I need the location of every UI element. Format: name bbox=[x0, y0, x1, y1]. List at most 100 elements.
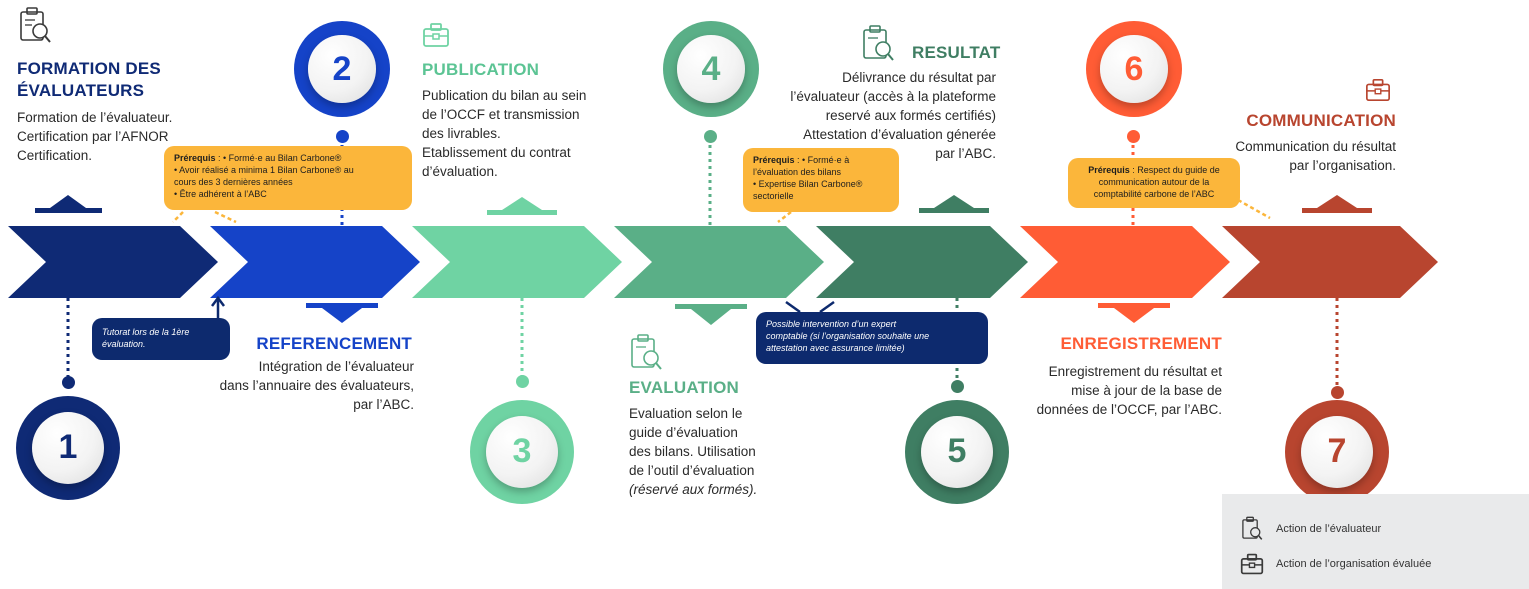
step-number-7: 7 bbox=[1300, 415, 1374, 489]
step-number-3: 3 bbox=[485, 415, 559, 489]
note-line: : • Formé·e au Bilan Carbone® bbox=[215, 153, 342, 163]
legend-item-organisation: Action de l’organisation évaluée bbox=[1240, 552, 1431, 576]
step-title-3: PUBLICATION bbox=[422, 60, 540, 79]
desc-line: Etablissement du contrat bbox=[422, 145, 571, 160]
desc-line: Certification par l’AFNOR bbox=[17, 129, 169, 144]
note-line: : Respect du guide de bbox=[1129, 165, 1220, 175]
step-title-1-line1: FORMATION DES bbox=[17, 59, 161, 78]
note-line: • Être adhérent à l’ABC bbox=[174, 189, 267, 199]
legend-label-evaluateur: Action de l’évaluateur bbox=[1276, 523, 1382, 535]
desc-line: des bilans. Utilisation bbox=[629, 444, 756, 459]
desc-line: Enregistrement du résultat et bbox=[1048, 364, 1222, 379]
desc-line: mise à jour de la base de bbox=[1071, 383, 1222, 398]
briefcase-icon bbox=[423, 23, 449, 47]
note-line: : • Formé·e à bbox=[794, 155, 850, 165]
dot-5 bbox=[951, 380, 964, 393]
chevron-6 bbox=[1020, 226, 1230, 298]
tutorat-note: Tutorat lors de la 1ère évaluation. bbox=[92, 318, 230, 360]
step-desc-5: Délivrance du résultat par l’évaluateur … bbox=[760, 68, 996, 163]
step-title-1-line2: ÉVALUATEURS bbox=[17, 81, 145, 100]
desc-line: Communication du résultat bbox=[1235, 139, 1396, 154]
note-line: comptable (si l’organisation souhaite un… bbox=[766, 331, 930, 341]
desc-line: par l’organisation. bbox=[1289, 158, 1396, 173]
note-line: comptabilité carbone de l’ABC bbox=[1093, 189, 1215, 199]
clipboard-magnifier-icon bbox=[20, 7, 51, 43]
step-title-5: RESULTAT bbox=[912, 43, 1001, 62]
note-line: attestation avec assurance limitée) bbox=[766, 343, 905, 353]
chevron-4 bbox=[614, 226, 824, 298]
marker-3 bbox=[487, 197, 557, 215]
note-label: Prérequis bbox=[753, 155, 795, 165]
note-line: l’évaluation des bilans bbox=[753, 167, 842, 177]
expert-note: Possible intervention d’un expert compta… bbox=[756, 312, 988, 364]
step-desc-3: Publication du bilan au sein de l’OCCF e… bbox=[422, 86, 586, 181]
marker-6 bbox=[1098, 303, 1170, 323]
desc-line: Certification. bbox=[17, 148, 93, 163]
step-badge-7: 7 bbox=[1285, 400, 1389, 504]
step-badge-2: 2 bbox=[294, 21, 390, 117]
step-number-5: 5 bbox=[920, 415, 994, 489]
step-number-1: 1 bbox=[31, 411, 105, 485]
step-number-6: 6 bbox=[1100, 35, 1168, 103]
note-line: Possible intervention d’un expert bbox=[766, 319, 897, 329]
desc-line: l’évaluateur (accès à la plateforme bbox=[790, 89, 996, 104]
step-badge-5: 5 bbox=[905, 400, 1009, 504]
desc-line-italic: (réservé aux formés). bbox=[629, 482, 758, 497]
desc-line: Evaluation selon le bbox=[629, 406, 743, 421]
step-title-6: ENREGISTREMENT bbox=[1060, 334, 1222, 353]
step-title-7: COMMUNICATION bbox=[1246, 111, 1396, 130]
marker-2 bbox=[306, 303, 378, 323]
step-badge-1: 1 bbox=[16, 396, 120, 500]
chevron-7 bbox=[1222, 226, 1438, 298]
chevron-5 bbox=[816, 226, 1028, 298]
dot-2 bbox=[336, 130, 349, 143]
marker-5 bbox=[919, 195, 989, 213]
desc-line: Intégration de l’évaluateur bbox=[258, 359, 414, 374]
note-label: Prérequis bbox=[1088, 165, 1130, 175]
note-line: • Avoir réalisé a minima 1 Bilan Carbone… bbox=[174, 165, 354, 175]
step-title-4: EVALUATION bbox=[629, 378, 739, 397]
dot-3 bbox=[516, 375, 529, 388]
dot-4 bbox=[704, 130, 717, 143]
step-desc-6: Enregistrement du résultat et mise à jou… bbox=[1010, 362, 1222, 419]
desc-line: des livrables. bbox=[422, 126, 501, 141]
prerequisites-note-step4: Prérequis : • Formé·e à l’évaluation des… bbox=[743, 148, 899, 212]
legend-item-evaluateur: Action de l’évaluateur bbox=[1240, 516, 1381, 542]
desc-line: d’évaluation. bbox=[422, 164, 498, 179]
prerequisites-note-step7: Prérequis : Respect du guide de communic… bbox=[1068, 158, 1240, 208]
step-desc-7: Communication du résultat par l’organisa… bbox=[1200, 137, 1396, 175]
chevron-3 bbox=[412, 226, 622, 298]
clipboard-magnifier-icon bbox=[631, 334, 662, 370]
note-label: Prérequis bbox=[174, 153, 216, 163]
step-desc-2: Intégration de l’évaluateur dans l’annua… bbox=[210, 357, 414, 414]
note-line: évaluation. bbox=[102, 339, 146, 349]
desc-line: reservé aux formés certifiés) bbox=[825, 108, 996, 123]
briefcase-icon bbox=[1240, 553, 1264, 575]
step-badge-6: 6 bbox=[1086, 21, 1182, 117]
chevron-1 bbox=[8, 226, 218, 298]
prerequisites-note-step2: Prérequis : • Formé·e au Bilan Carbone® … bbox=[164, 146, 412, 210]
step-number-4: 4 bbox=[677, 35, 745, 103]
chevron-2 bbox=[210, 226, 420, 298]
step-desc-1: Formation de l’évaluateur. Certification… bbox=[17, 108, 172, 165]
legend: Action de l’évaluateur Action de l’organ… bbox=[1222, 494, 1529, 589]
desc-line: par l’ABC. bbox=[935, 146, 996, 161]
step-badge-4: 4 bbox=[663, 21, 759, 117]
briefcase-icon bbox=[1366, 78, 1390, 102]
desc-line: Délivrance du résultat par bbox=[842, 70, 996, 85]
clipboard-magnifier-icon bbox=[863, 25, 894, 61]
step-title-2: REFERENCEMENT bbox=[256, 334, 412, 353]
desc-line: Formation de l’évaluateur. bbox=[17, 110, 173, 125]
legend-label-organisation: Action de l’organisation évaluée bbox=[1276, 558, 1432, 570]
dot-7 bbox=[1331, 386, 1344, 399]
note-line: Tutorat lors de la 1ère bbox=[102, 327, 190, 337]
desc-line: Publication du bilan au sein bbox=[422, 88, 587, 103]
desc-line: de l’outil d’évaluation bbox=[629, 463, 755, 478]
note-line: cours des 3 dernières années bbox=[174, 177, 293, 187]
desc-line: Attestation d’évaluation génerée bbox=[803, 127, 996, 142]
clipboard-magnifier-icon bbox=[1242, 516, 1263, 540]
desc-line: guide d’évaluation bbox=[629, 425, 738, 440]
desc-line: dans l’annuaire des évaluateurs, bbox=[219, 378, 414, 393]
step-title-1: FORMATION DES ÉVALUATEURS bbox=[17, 58, 161, 102]
